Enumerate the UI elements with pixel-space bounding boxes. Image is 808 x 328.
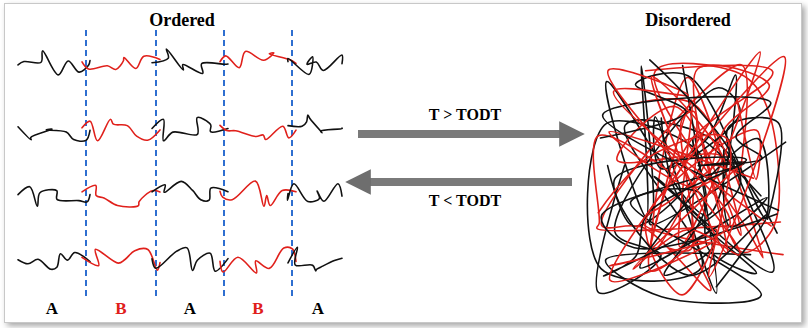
polymer-chain [18, 187, 90, 207]
block-label: A [184, 299, 196, 319]
block-label: A [46, 299, 58, 319]
domain-boundary [155, 30, 157, 296]
transition-arrow [358, 130, 572, 138]
polymer-chain [82, 119, 160, 141]
polymer-chain [598, 57, 785, 282]
polymer-chain [82, 185, 160, 207]
polymer-chain [593, 52, 780, 255]
phase-panel: Disordered [580, 6, 796, 302]
polymer-chain [18, 51, 90, 75]
domain-boundary [223, 30, 225, 296]
polymer-chain [220, 181, 296, 206]
transition-arrow [358, 178, 572, 186]
polymer-chain [152, 247, 228, 271]
polymer-chain [288, 55, 343, 74]
polymer-chain [220, 125, 296, 139]
block-label: A [312, 299, 324, 319]
panel-title: Ordered [14, 10, 350, 31]
transition-label: T < TODT [426, 192, 504, 210]
polymer-chain [288, 247, 342, 271]
polymer-chain [82, 56, 160, 70]
polymer-chain [152, 181, 228, 201]
polymer-chain [288, 115, 342, 133]
polymer-chain [82, 248, 160, 270]
polymer-chain [220, 247, 296, 273]
polymer-chain [18, 127, 90, 141]
phase-panel: Ordered [14, 6, 350, 298]
polymer-chain [152, 117, 228, 140]
transition-label: T > TODT [426, 106, 504, 124]
block-label: B [115, 299, 126, 319]
block-label: B [252, 299, 263, 319]
polymer-chain [18, 252, 90, 269]
polymer-chain [220, 51, 296, 67]
polymer-chain [152, 49, 228, 73]
panel-title: Disordered [580, 10, 796, 31]
polymer-chain [287, 184, 342, 202]
